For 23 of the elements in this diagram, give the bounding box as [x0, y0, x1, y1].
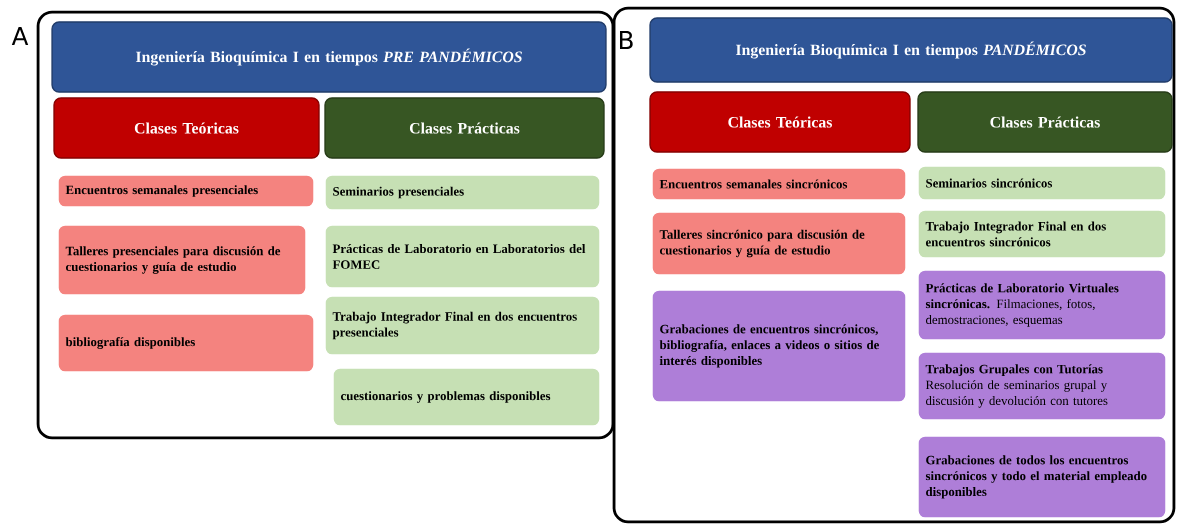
header-box: Clases Teóricas [53, 97, 320, 159]
item-box: Grabaciones de todos los encuentros sincrónicos y todo el material empleado disponibles [917, 435, 1167, 519]
item-box: Talleres sincrónico para discusión de cuestionarios y guía de estudio [651, 211, 907, 276]
item-box: Encuentros semanales presenciales [57, 174, 315, 208]
header-box: Clases Prácticas [917, 91, 1173, 153]
header-box: Clases Teóricas [649, 91, 911, 153]
item-box: Seminarios presenciales [324, 174, 601, 211]
item-box: Trabajo Integrador Final en dos encuentros presenciales [324, 295, 601, 356]
title-box: Ingeniería Bioquímica I en tiempos PANDÉMICOS [649, 17, 1173, 83]
item-box: cuestionarios y problemas disponibles [332, 367, 601, 427]
item-box: Encuentros semanales sincrónicos [651, 167, 907, 201]
item-box: Prácticas de Laboratorio en Laboratorios del FOMEC [324, 224, 601, 289]
item-box: Talleres presenciales para discusión de cuestionarios y guía de estudio [57, 224, 307, 296]
panel-letter: A [11, 27, 29, 45]
item-box: Trabajo Integrador Final en dos encuentros sincrónicos [917, 209, 1167, 259]
title-box: Ingeniería Bioquímica I en tiempos PRE PANDÉMICOS [51, 21, 607, 93]
header-box: Clases Prácticas [324, 97, 605, 159]
item-box: Grabaciones de encuentros sincrónicos, bibliografía, enlaces a videos o sitios de interés disponibles [651, 289, 907, 403]
panel-letter: B [620, 31, 633, 49]
item-box: Seminarios sincrónicos [917, 165, 1167, 201]
item-box: bibliografía disponibles [57, 313, 315, 373]
item-box: Trabajos Grupales con Tutorías Resolución de seminarios grupal y discusión y devolución con tutores [917, 351, 1167, 421]
item-box: Prácticas de Laboratorio Virtuales sincrónicas. Filmaciones, fotos, demostraciones, esquemas [917, 269, 1167, 341]
